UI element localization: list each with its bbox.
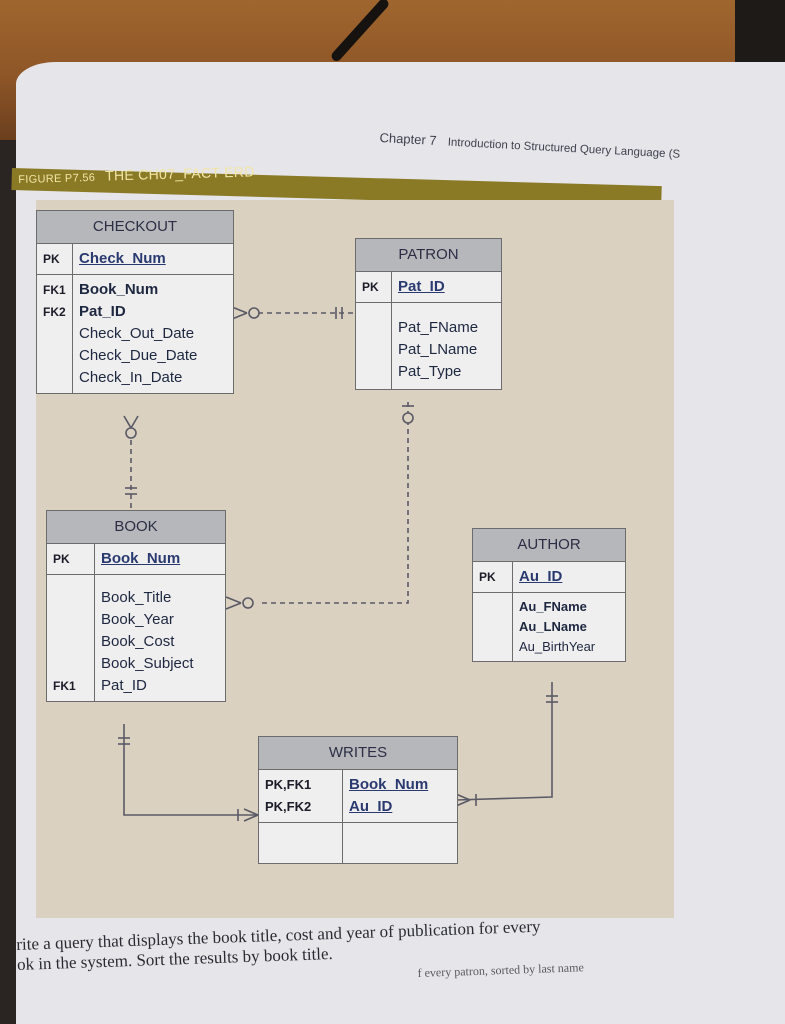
key-column: PK,FK1 PK,FK2 (259, 770, 343, 822)
key-label: PK (37, 244, 73, 274)
attribute-list: Book_Num Pat_ID Check_Out_Date Check_Due… (73, 275, 233, 393)
patron-book-optional (402, 412, 414, 424)
key-label: FK2 (43, 305, 66, 319)
attribute: Au_FName (519, 599, 587, 614)
author-writes-line (455, 682, 553, 801)
key-label: FK1 (53, 679, 76, 693)
attribute: Pat_Type (398, 363, 462, 380)
entity-writes: WRITES PK,FK1 PK,FK2 Book_Num Au_ID (258, 736, 458, 864)
key-column (473, 593, 513, 661)
attribute: Au_BirthYear (519, 639, 596, 654)
patron-book-line (258, 402, 409, 604)
pk-row: PK Book_Num (47, 544, 225, 575)
checkout-patron-crowfoot (231, 312, 248, 320)
attribute: Book_Title (101, 589, 172, 606)
attribute: Pat_ID (79, 303, 126, 320)
attribute: Pat_LName (398, 341, 478, 358)
checkout-book-optional (125, 427, 137, 439)
key-column (259, 823, 343, 863)
pk-attribute: Book_Num (101, 550, 181, 567)
attr-row: FK1 Book_Title Book_Year Book_Cost Book_… (47, 575, 225, 701)
pk-attribute: Book_Num (349, 776, 429, 793)
attribute: Book_Num (79, 281, 159, 298)
pk-attribute: Check_Num (79, 250, 166, 267)
key-label: PK (473, 562, 513, 592)
attribute: Book_Year (101, 611, 174, 628)
book-patron-crowfoot (225, 596, 242, 604)
pk-row: PK Au_ID (473, 562, 625, 593)
key-column: FK1 (47, 575, 95, 701)
attr-row: FK1 FK2 Book_Num Pat_ID Check_Out_Date C… (37, 275, 233, 393)
checkout-patron-optional (248, 307, 260, 319)
checkout-patron-crowfoot (231, 306, 248, 314)
book-patron-crowfoot (225, 602, 242, 610)
key-label: PK,FK2 (265, 799, 312, 814)
attribute: Check_Due_Date (79, 347, 198, 364)
writes-crowfoot (243, 808, 259, 816)
checkout-book-crowfoot (123, 415, 132, 429)
attribute-list: Book_Num Au_ID (343, 770, 457, 822)
writes-crowfoot (455, 799, 471, 807)
attribute: Pat_FName (398, 319, 479, 336)
entity-title: AUTHOR (473, 529, 625, 562)
entity-author: AUTHOR PK Au_ID Au_FName Au_LName Au_Bir… (472, 528, 626, 662)
book-writes-line (123, 724, 258, 816)
entity-title: CHECKOUT (37, 211, 233, 244)
attribute: Check_Out_Date (79, 325, 195, 342)
key-column: FK1 FK2 (37, 275, 73, 393)
entity-title: WRITES (259, 737, 457, 770)
attribute: Book_Subject (101, 655, 194, 672)
writes-crowfoot (243, 814, 259, 822)
attribute-list (343, 823, 457, 863)
book-patron-optional (242, 597, 254, 609)
key-label: PK (356, 272, 392, 302)
attribute: Check_In_Date (79, 369, 183, 386)
attribute: Book_Cost (101, 633, 175, 650)
pk-attribute: Au_ID (519, 568, 563, 585)
entity-checkout: CHECKOUT PK Check_Num FK1 FK2 Book_Num P… (36, 210, 234, 394)
pk-row: PK Pat_ID (356, 272, 501, 303)
writes-crowfoot (455, 793, 471, 801)
empty-row (259, 823, 457, 863)
attribute: Pat_ID (101, 677, 147, 694)
pk-attribute: Au_ID (349, 798, 393, 815)
entity-title: BOOK (47, 511, 225, 544)
entity-title: PATRON (356, 239, 501, 272)
checkout-book-crowfoot (130, 415, 139, 429)
key-label: PK (47, 544, 95, 574)
pk-row: PK Check_Num (37, 244, 233, 275)
attribute-list: Book_Title Book_Year Book_Cost Book_Subj… (95, 575, 225, 701)
attribute: Au_LName (519, 619, 587, 634)
key-label: PK,FK1 (265, 777, 312, 792)
attr-row: Au_FName Au_LName Au_BirthYear (473, 593, 625, 661)
entity-book: BOOK PK Book_Num FK1 Book_Title Book_Yea… (46, 510, 226, 702)
pk-attribute: Pat_ID (398, 278, 445, 295)
key-column (356, 303, 392, 389)
pk-row: PK,FK1 PK,FK2 Book_Num Au_ID (259, 770, 457, 823)
attribute-list: Au_FName Au_LName Au_BirthYear (513, 593, 625, 661)
attribute-list: Pat_FName Pat_LName Pat_Type (392, 303, 501, 389)
key-label: FK1 (43, 283, 66, 297)
attr-row: Pat_FName Pat_LName Pat_Type (356, 303, 501, 389)
entity-patron: PATRON PK Pat_ID Pat_FName Pat_LName Pat… (355, 238, 502, 390)
